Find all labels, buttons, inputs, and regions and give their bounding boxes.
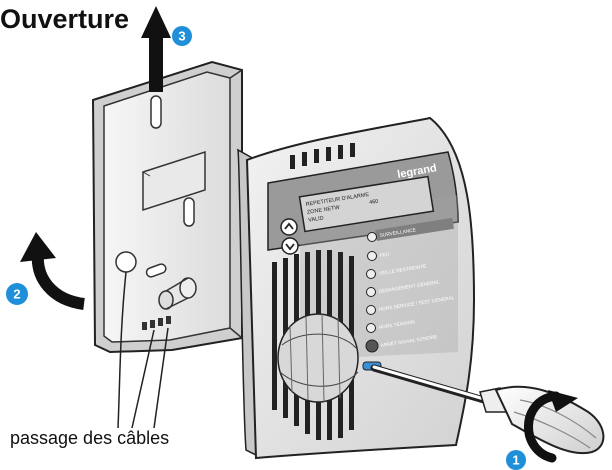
step-badge-2: 2	[6, 283, 28, 305]
rectangular-opening	[142, 150, 206, 212]
chevron-down-icon	[285, 243, 295, 251]
rotation-arrow	[524, 390, 578, 463]
cable-passage-label: passage des câbles	[10, 428, 170, 448]
svg-text:3: 3	[178, 29, 185, 44]
step-3-arrow	[141, 6, 171, 92]
screwdriver	[370, 364, 605, 455]
svg-text:HORS TENSION: HORS TENSION	[378, 319, 415, 331]
screw-hole	[115, 251, 137, 273]
svg-text:1: 1	[512, 453, 519, 468]
chevron-up-icon	[284, 222, 294, 230]
svg-text:FEU: FEU	[379, 251, 390, 259]
front-cover: legrand REPETITEUR D'ALARME ZONE NETW VA…	[236, 116, 476, 460]
svg-text:SURVEILLANCE: SURVEILLANCE	[379, 227, 416, 239]
step-2-arrow	[20, 232, 86, 310]
display-line-3: VALID	[308, 215, 324, 223]
display-line-2: ZONE NETW	[307, 205, 341, 216]
indicator-feu: FEU	[367, 251, 390, 261]
svg-text:2: 2	[13, 287, 20, 302]
scroll-down-button[interactable]	[281, 237, 299, 255]
indicator-surveillance: SURVEILLANCE	[367, 217, 454, 242]
step-badge-3: 3	[172, 26, 192, 46]
indicator-hors-tension: HORS TENSION	[366, 319, 416, 333]
caption-leaders	[117, 271, 169, 429]
lcd-display: REPETITEUR D'ALARME ZONE NETW VALID 460	[298, 175, 435, 233]
scroll-up-button[interactable]	[280, 218, 298, 236]
arrow-up-icon	[141, 6, 171, 38]
back-plate	[91, 60, 243, 354]
curved-arrow-icon	[20, 232, 56, 262]
side-slot	[183, 197, 195, 227]
step-badge-1: 1	[506, 450, 526, 470]
title: Ouverture	[0, 4, 130, 34]
top-vents	[290, 143, 355, 169]
top-slot	[150, 95, 162, 129]
display-line-4: 460	[369, 199, 379, 206]
cable-notches	[142, 316, 171, 330]
